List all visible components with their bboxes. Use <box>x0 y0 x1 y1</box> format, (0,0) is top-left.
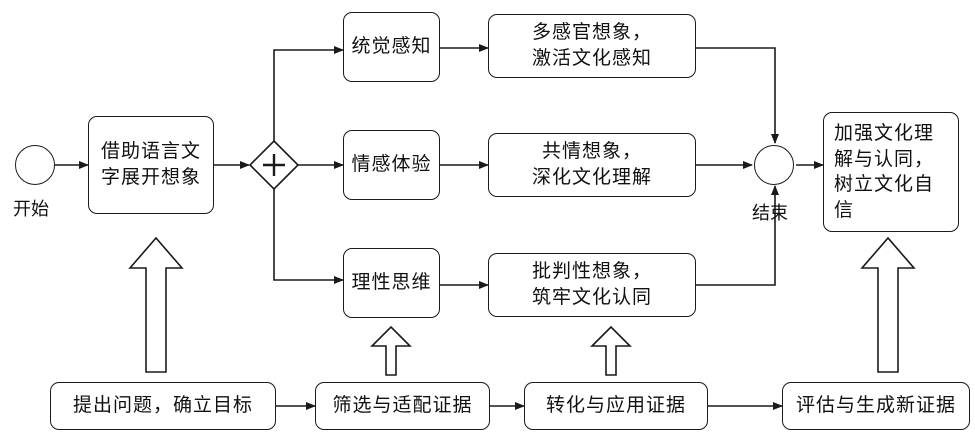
box-transform-evidence-text: 转化与应用证据 <box>545 394 686 417</box>
box-multisensory: 多感官想象， 激活文化感知 <box>488 14 696 78</box>
box-language-imagination-text: 借助语言文 字展开想象 <box>100 140 201 188</box>
box-pose-question: 提出问题，确立目标 <box>50 382 276 430</box>
arrow-multisensory-to-end <box>696 47 779 144</box>
box-multisensory-text: 多感官想象， 激活文化感知 <box>531 21 652 69</box>
box-critical: 批判性想象， 筑牢文化认同 <box>488 253 696 317</box>
hollow-up-arrow-to-rational <box>370 325 412 376</box>
box-rational-text: 理性思维 <box>351 271 432 294</box>
end-event <box>754 145 794 185</box>
box-select-evidence: 筛选与适配证据 <box>315 382 490 430</box>
start-label: 开始 <box>13 199 49 220</box>
arrow-gateway-to-perception <box>273 46 344 141</box>
box-transform-evidence: 转化与应用证据 <box>524 382 708 430</box>
box-emotion: 情感体验 <box>343 130 440 200</box>
box-empathy: 共情想象， 深化文化理解 <box>488 133 696 197</box>
box-pose-question-text: 提出问题，确立目标 <box>72 394 253 417</box>
box-language-imagination: 借助语言文 字展开想象 <box>88 116 214 214</box>
start-event <box>15 145 55 185</box>
box-emotion-text: 情感体验 <box>351 153 432 176</box>
parallel-gateway <box>248 139 300 191</box>
arrow-critical-to-end <box>696 185 779 286</box>
box-goal-text: 加强文化理 解与认同， 树立文化自 信 <box>834 122 935 221</box>
end-label: 结束 <box>752 203 788 224</box>
hollow-up-arrow-to-express <box>128 236 184 373</box>
box-evaluate-evidence: 评估与生成新证据 <box>782 382 970 430</box>
box-perception-text: 统觉感知 <box>351 35 432 58</box>
box-select-evidence-text: 筛选与适配证据 <box>332 394 473 417</box>
box-empathy-text: 共情想象， 深化文化理解 <box>531 140 652 188</box>
box-critical-text: 批判性想象， 筑牢文化认同 <box>531 260 652 308</box>
hollow-up-arrow-to-critical <box>590 325 632 376</box>
arrow-gateway-to-rational <box>273 189 344 284</box>
box-perception: 统觉感知 <box>343 12 440 82</box>
box-evaluate-evidence-text: 评估与生成新证据 <box>795 394 956 417</box>
box-goal: 加强文化理 解与认同， 树立文化自 信 <box>823 112 959 232</box>
hollow-up-arrow-to-goal <box>860 236 916 373</box>
box-rational: 理性思维 <box>343 248 440 318</box>
